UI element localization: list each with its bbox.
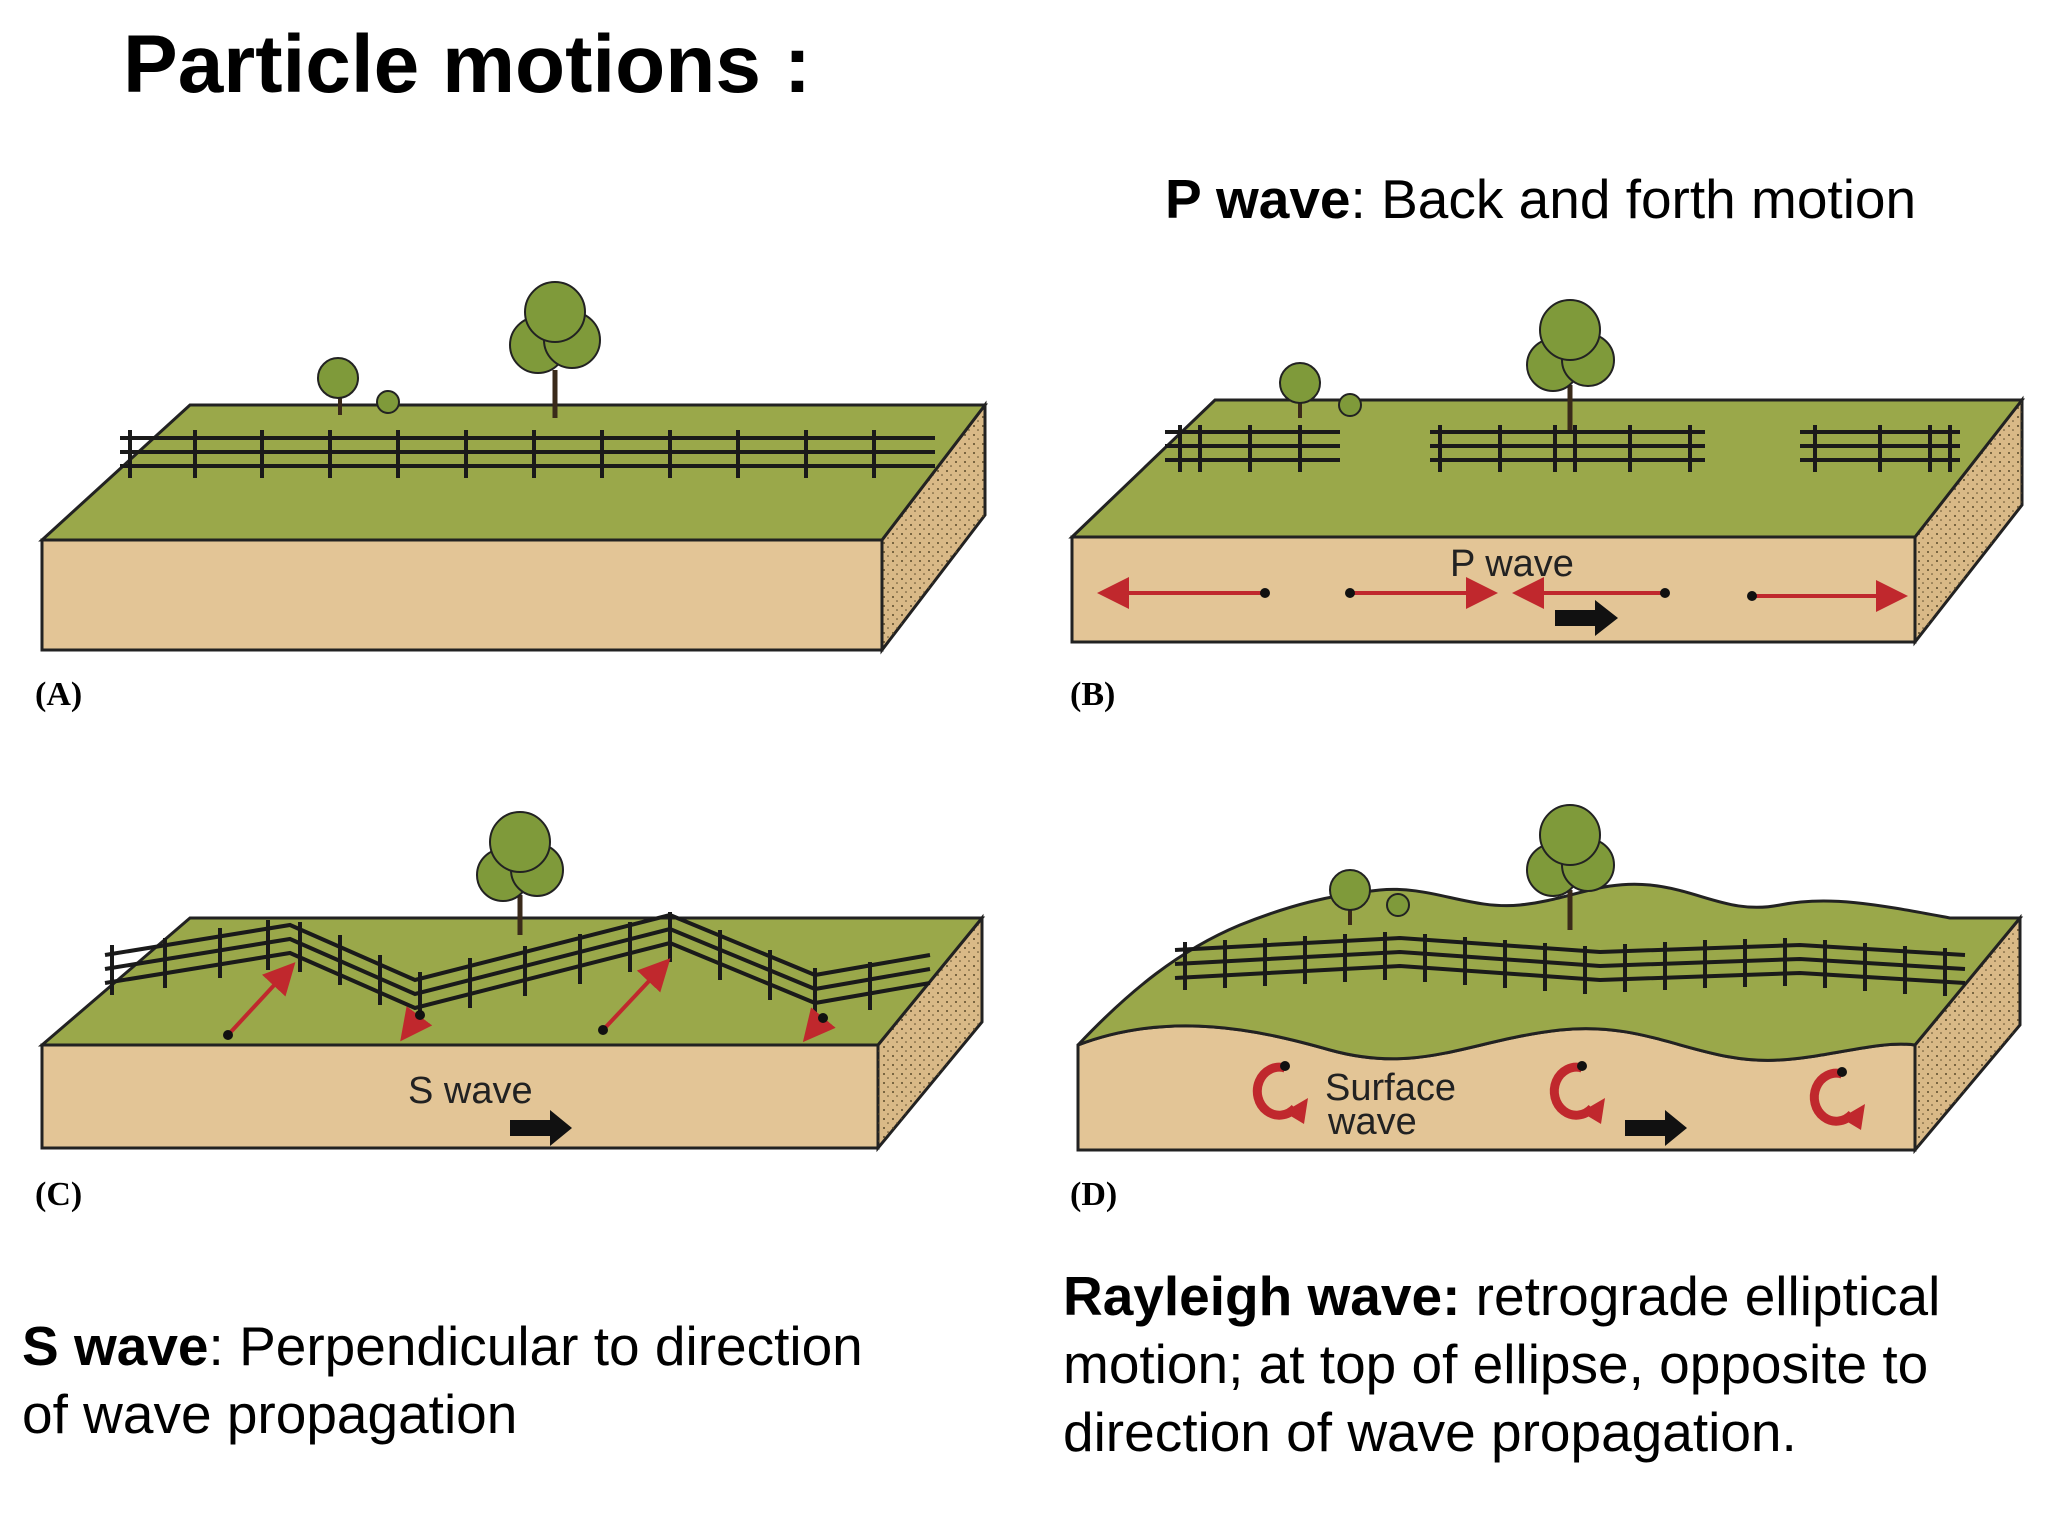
rayleigh-caption-text-3: direction of wave propagation. xyxy=(1063,1401,1797,1463)
s-wave-caption-text-2: of wave propagation xyxy=(22,1383,518,1445)
panel-c-block: S wave xyxy=(37,811,986,1153)
surface-wave-propagation-arrow xyxy=(1625,1110,1687,1146)
s-wave-caption-text-1: : Perpendicular to direction xyxy=(208,1315,863,1377)
panel-c-tree xyxy=(476,811,564,935)
p-wave-caption-term: P wave xyxy=(1165,168,1351,230)
rayleigh-arrow-1 xyxy=(1252,1062,1299,1120)
rayleigh-caption-term: Rayleigh wave: xyxy=(1063,1265,1461,1327)
p-wave-particle-arrows xyxy=(1097,577,1908,612)
panel-a-block xyxy=(38,281,989,655)
page-title: Particle motions : xyxy=(123,19,812,110)
panel-b-block: P wave xyxy=(1068,299,2026,647)
rayleigh-arrow-3 xyxy=(1809,1068,1856,1126)
panel-a-soil-front xyxy=(40,538,884,652)
p-wave-label: P wave xyxy=(1450,543,1574,585)
surface-wave-label-line1: Surface xyxy=(1325,1067,1456,1109)
panel-label-a: (A) xyxy=(35,676,83,713)
p-wave-propagation-arrow xyxy=(1555,600,1618,636)
panel-label-b: (B) xyxy=(1070,676,1116,713)
s-wave-caption-term: S wave xyxy=(22,1315,209,1377)
panel-d-tree-large xyxy=(1526,804,1615,930)
panel-a-tree-small xyxy=(317,357,400,415)
panel-d-tree-small xyxy=(1329,869,1410,925)
panel-b-tree-large xyxy=(1526,299,1615,430)
panel-b-tree-small xyxy=(1279,362,1362,418)
s-wave-label: S wave xyxy=(408,1070,533,1112)
panel-b-fence xyxy=(1165,425,1960,472)
rayleigh-wave-caption: Rayleigh wave: retrograde elliptical mot… xyxy=(1063,1262,1940,1466)
s-arrow-1 xyxy=(226,962,296,1037)
rayleigh-retrograde-arrows xyxy=(1252,1062,1856,1126)
s-arrow-3 xyxy=(601,958,671,1032)
panel-d-fence xyxy=(1174,932,1966,996)
s-wave-caption: S wave: Perpendicular to direction of wa… xyxy=(22,1312,863,1448)
rayleigh-caption-text-2: motion; at top of ellipse, opposite to xyxy=(1063,1333,1929,1395)
p-wave-caption: P wave: Back and forth motion xyxy=(1165,165,1916,233)
panel-a-tree-large xyxy=(509,281,601,418)
surface-wave-label-line2: wave xyxy=(1327,1101,1417,1143)
panel-c-fence-zigzag xyxy=(104,912,931,1020)
rayleigh-caption-text-1: retrograde elliptical xyxy=(1460,1265,1941,1327)
s-wave-propagation-arrow xyxy=(510,1110,572,1146)
rayleigh-arrow-2 xyxy=(1549,1062,1596,1120)
panel-d-block: Surface wave xyxy=(1076,804,2024,1155)
p-wave-caption-text: : Back and forth motion xyxy=(1350,168,1917,230)
panel-label-c: (C) xyxy=(35,1176,83,1213)
panel-a-fence xyxy=(120,430,935,478)
panel-label-d: (D) xyxy=(1070,1176,1118,1213)
panel-a-grass xyxy=(38,403,989,542)
